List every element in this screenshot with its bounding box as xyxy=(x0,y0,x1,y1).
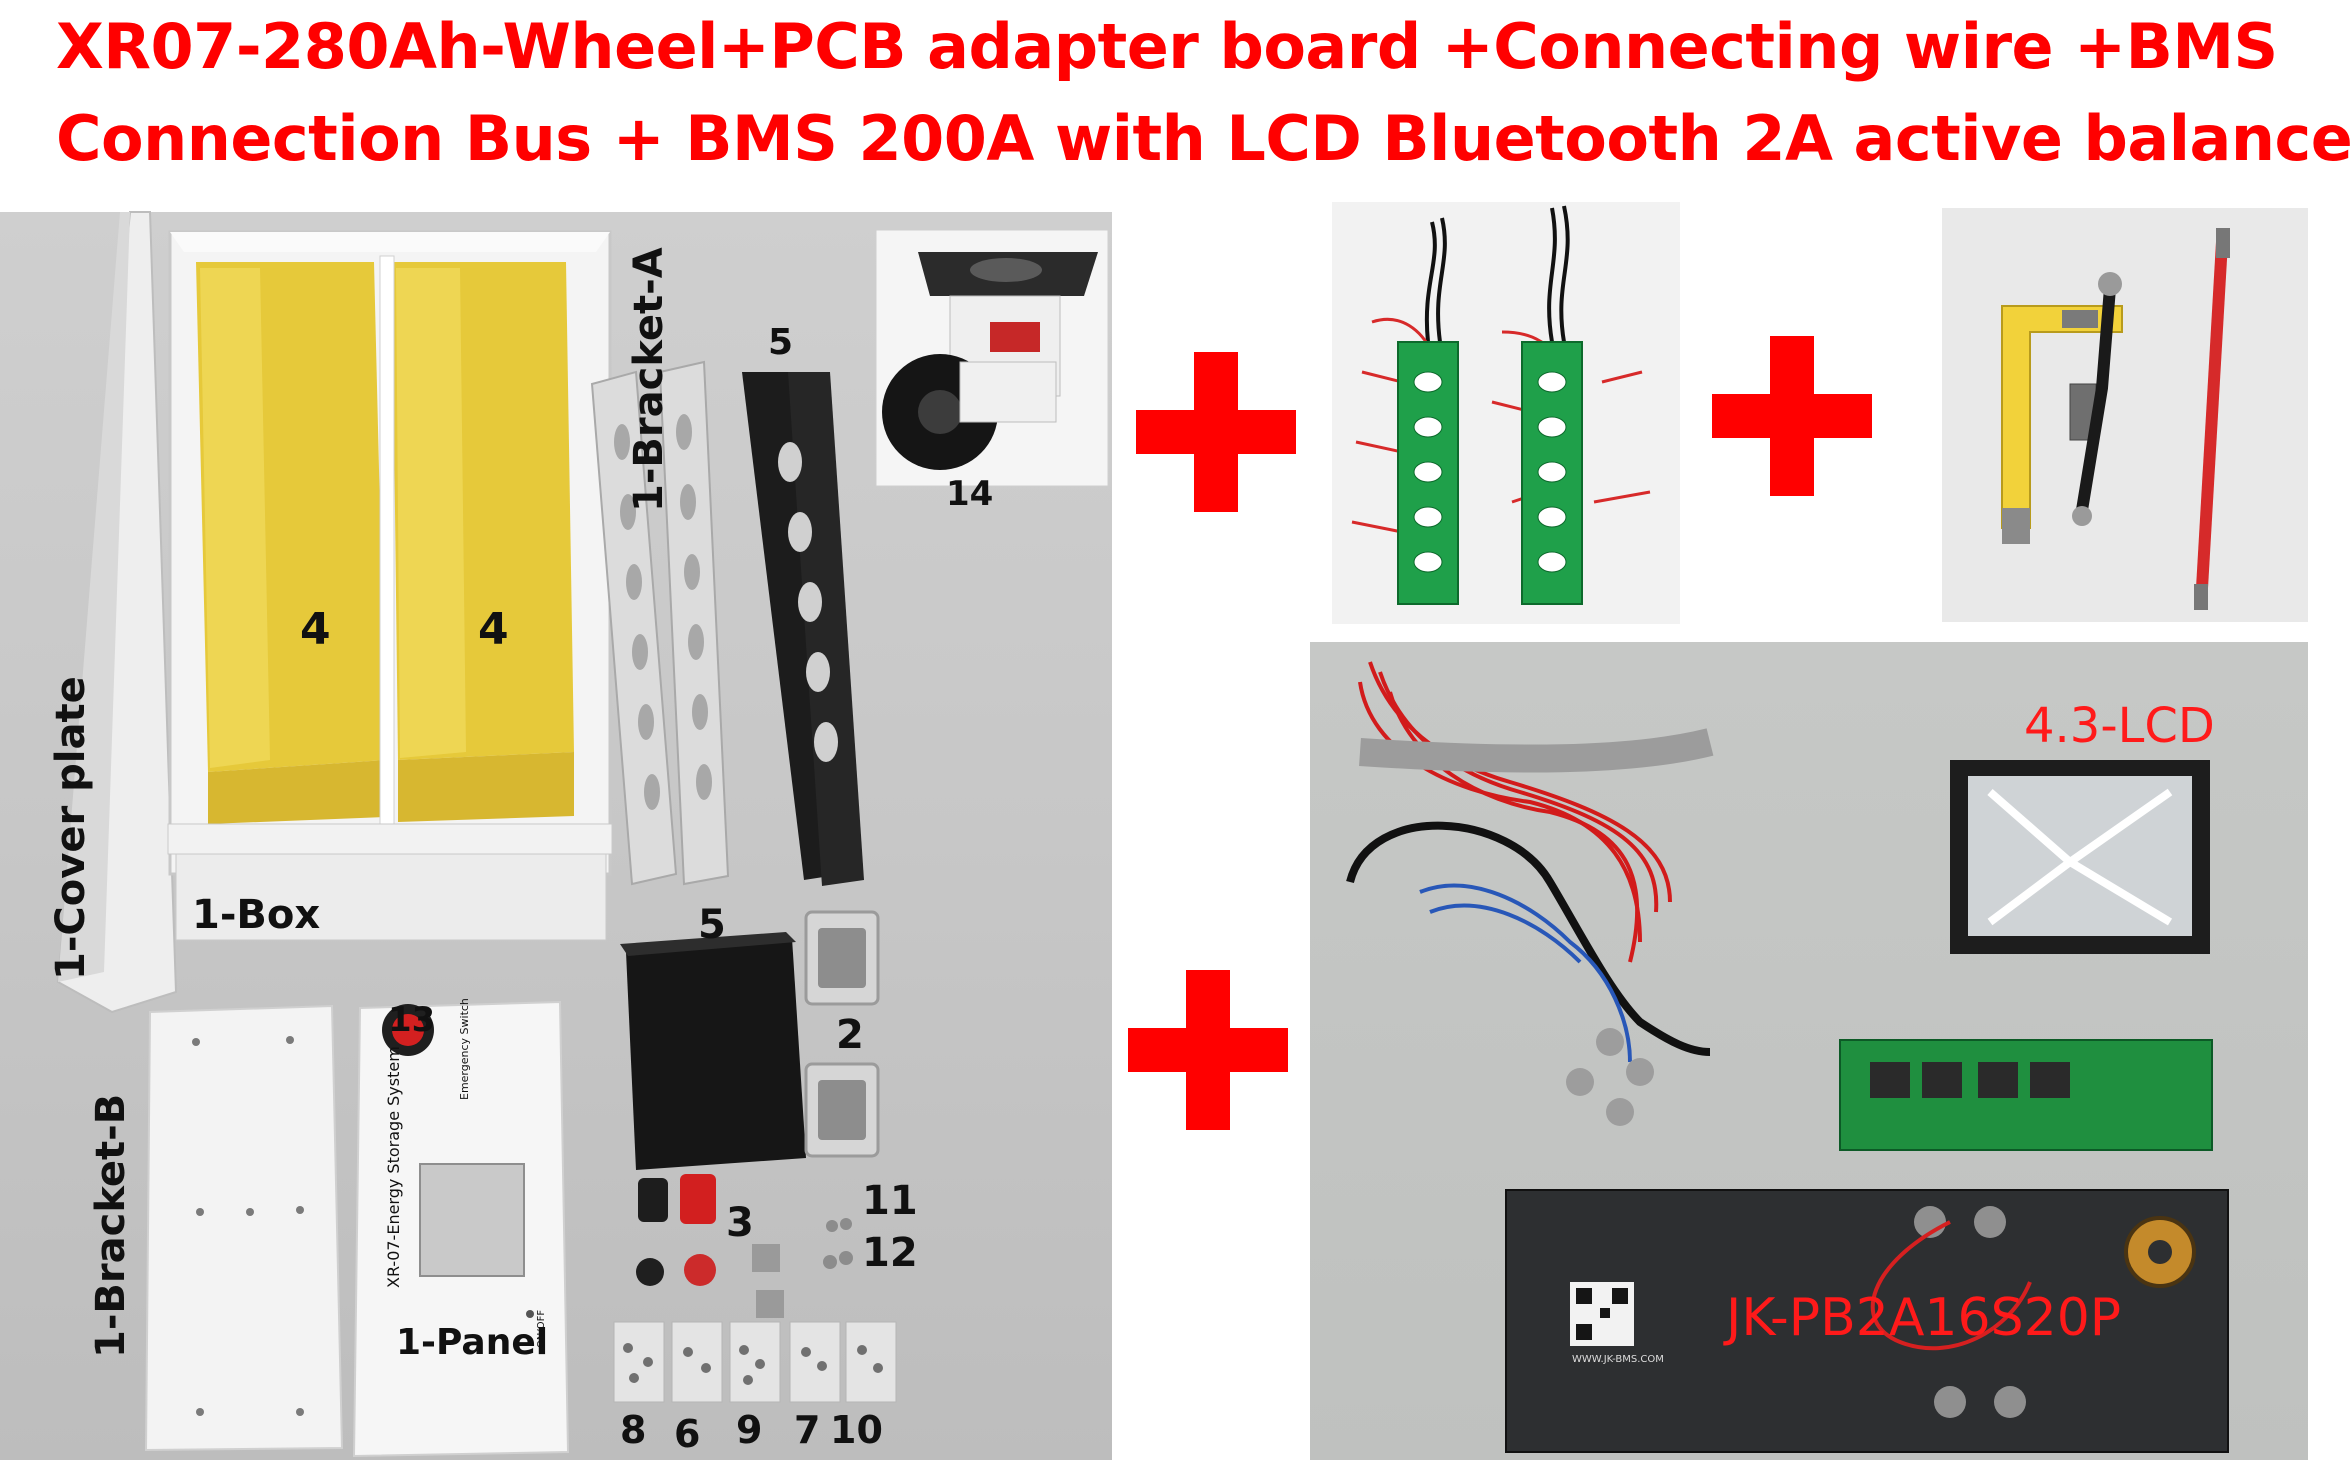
connection-bus-photo xyxy=(1942,208,2308,622)
label-item-3: 3 xyxy=(726,1200,754,1246)
label-item-14: 14 xyxy=(946,474,994,514)
label-item-6: 6 xyxy=(674,1412,701,1456)
panel-on-off: ON/OFF xyxy=(536,1309,547,1348)
label-item-4-left: 4 xyxy=(300,604,331,655)
label-item-2: 2 xyxy=(836,1012,864,1058)
title-line-2: Connection Bus + BMS 200A with LCD Bluet… xyxy=(56,102,2352,175)
label-item-8: 8 xyxy=(620,1408,647,1452)
label-item-7: 7 xyxy=(794,1408,821,1452)
label-item-12: 12 xyxy=(862,1230,918,1276)
label-item-13: 13 xyxy=(388,1000,436,1040)
label-item-9: 9 xyxy=(736,1408,763,1452)
label-item-11: 11 xyxy=(862,1178,918,1224)
panel-emergency-switch: Emergency Switch xyxy=(458,998,471,1100)
label-item-4-right: 4 xyxy=(478,604,509,655)
label-cover-plate: 1-Cover plate xyxy=(48,676,94,980)
plus-sign-2 xyxy=(1712,336,1872,496)
title-line-1: XR07-280Ah-Wheel+PCB adapter board +Conn… xyxy=(56,10,2278,83)
label-box: 1-Box xyxy=(192,892,321,938)
lcd-label: 4.3-LCD xyxy=(2024,698,2215,754)
label-item-5-strips: 5 xyxy=(768,322,794,363)
kit-parts-photo: 1-Cover plate 1-Box 1-Bracket-A 1-Bracke… xyxy=(0,211,1112,1460)
plus-sign-1 xyxy=(1136,352,1296,512)
label-bracket-a: 1-Bracket-A xyxy=(626,247,672,512)
bms-model-label: JK-PB2A16S20P xyxy=(1726,1288,2122,1348)
label-item-10: 10 xyxy=(830,1408,883,1452)
bms-website: WWW.JK-BMS.COM xyxy=(1572,1354,1664,1365)
plus-sign-3 xyxy=(1128,970,1288,1130)
label-bracket-b: 1-Bracket-B xyxy=(88,1093,134,1358)
panel-system-name: XR-07-Energy Storage System xyxy=(384,1046,403,1288)
label-panel: 1-Panel xyxy=(396,1322,549,1363)
pcb-adapter-board-photo xyxy=(1332,202,1680,624)
label-item-5-sheets: 5 xyxy=(698,902,726,948)
bms-lcd-photo: 4.3-LCD JK-PB2A16S20P WWW.JK-BMS.COM xyxy=(1310,642,2308,1460)
